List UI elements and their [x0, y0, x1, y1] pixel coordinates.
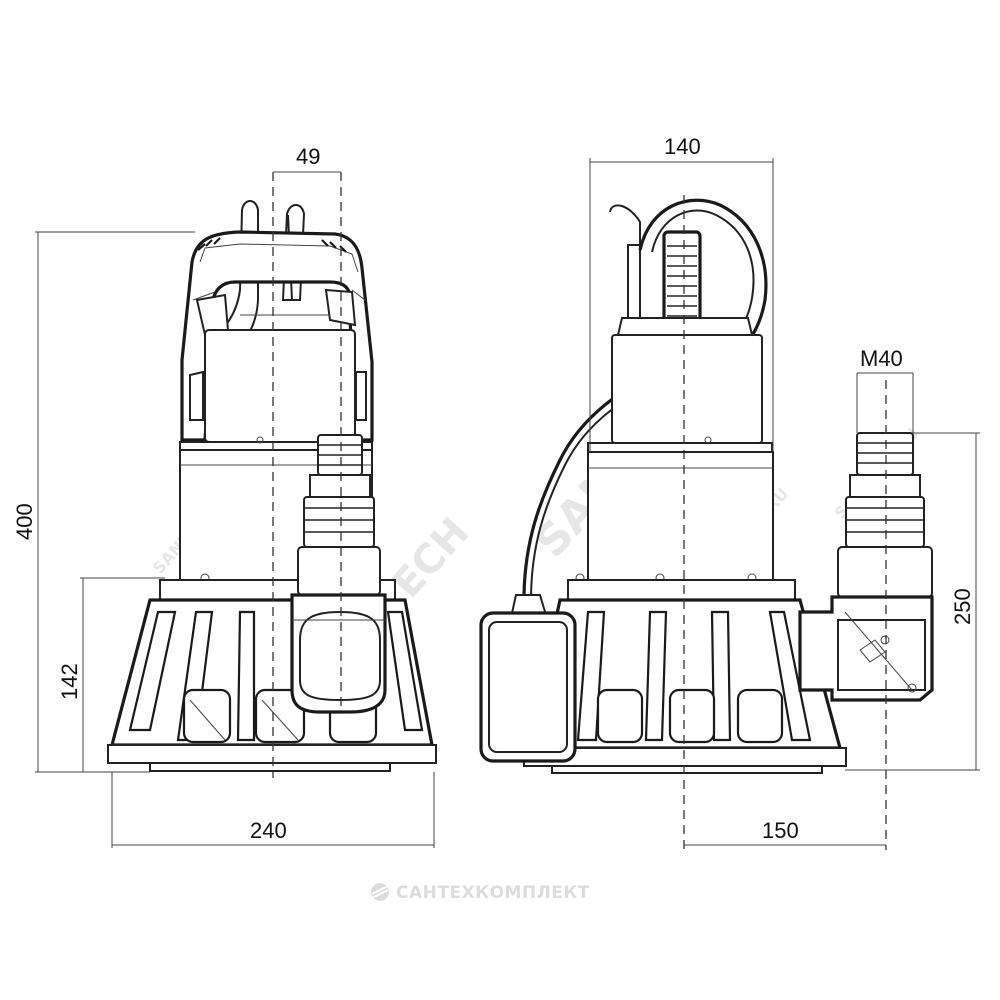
front-dimension-lines	[35, 171, 435, 848]
side-view: 140 M40 250 150	[479, 134, 980, 850]
side-motor	[575, 317, 774, 583]
front-base	[107, 579, 437, 772]
side-dimension-lines	[589, 158, 980, 846]
side-outlet-height-label: 250	[950, 588, 975, 625]
watermark-bottom: САНТЕХКОМПЛЕКТ	[396, 883, 590, 903]
side-outlet-thread-label: M40	[860, 346, 903, 371]
front-view: 49 400 142 240	[12, 144, 437, 848]
side-width-label: 140	[664, 134, 701, 159]
float-switch	[479, 594, 577, 763]
front-width-label: 240	[250, 818, 287, 843]
front-outlet-height-label: 142	[57, 663, 82, 700]
side-outlet	[798, 432, 934, 702]
side-outlet-distance-label: 150	[762, 818, 799, 843]
front-outlet-offset-label: 49	[296, 144, 320, 169]
watermark-logo-icon	[371, 883, 389, 901]
front-outlet	[290, 434, 387, 714]
front-height-label: 400	[12, 503, 37, 540]
side-base	[523, 579, 847, 774]
